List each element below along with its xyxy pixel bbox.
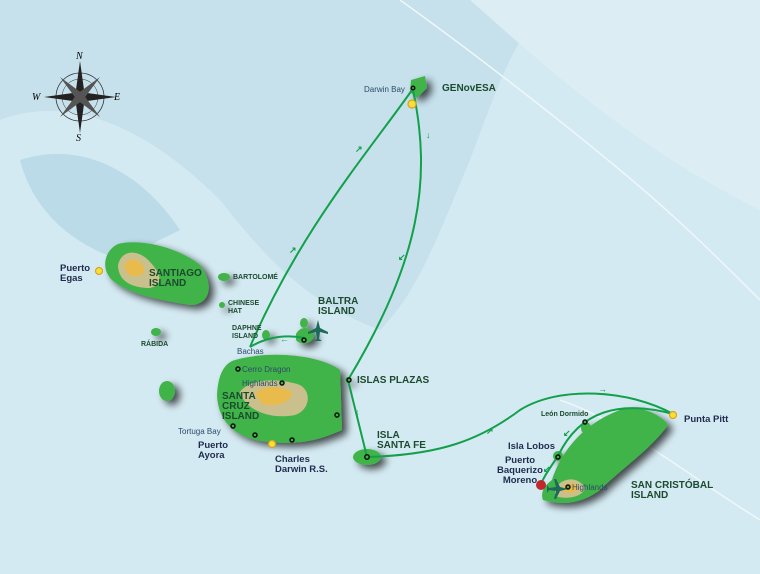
cruise-route: ↗ ↗ ← ↓ ↙ ↓ ↗ → ← ↙ ↙ [249,89,674,487]
compass-rose-icon: N E S W [32,51,120,144]
label-tortuga-bay: Tortuga Bay [178,427,221,436]
label-genovesa: GENovESA [442,83,496,94]
rabida-island [151,328,161,336]
svg-text:↗: ↗ [355,144,363,154]
airport-san-cristobal-icon [547,479,568,499]
label-darwin-bay: Darwin Bay [364,85,405,94]
svg-text:←: ← [280,334,289,344]
svg-text:↙: ↙ [563,428,571,438]
compass-s: S [76,133,81,144]
compass-n: N [75,51,84,62]
pinzon-island [159,381,175,401]
label-bachas: Bachas [237,347,264,356]
svg-text:↗: ↗ [486,426,494,436]
label-bartolome: BARTOLOMÉ [233,272,278,281]
leon-dormido-island [581,422,591,434]
svg-text:←: ← [617,403,626,413]
label-cerro-dragon: Cerro Dragon [242,365,290,374]
svg-text:↓: ↓ [426,130,431,140]
svg-text:→: → [598,384,607,394]
airport-baltra-icon [308,320,328,341]
chinese-hat-island [219,302,225,308]
compass-w: W [32,92,42,103]
svg-text:↓: ↓ [355,407,360,417]
bartolome-island [218,273,230,281]
daphne-island [262,330,270,340]
label-highlands-san-cristobal: Highlands [572,483,608,492]
label-highlands-santa-cruz: Highlands [242,379,278,388]
north-seymour-island [300,318,308,328]
compass-e: E [113,92,120,103]
label-leon-dormido: León Dormido [541,411,588,418]
svg-text:↙: ↙ [543,464,551,474]
svg-text:↗: ↗ [289,245,297,255]
san-cristobal-island [542,407,668,503]
highlands-shading [118,252,585,498]
label-islas-plazas: ISLAS PLAZAS [357,375,430,386]
label-rabida: RÁBIDA [141,339,168,348]
label-isla-lobos: Isla Lobos [508,441,555,452]
label-punta-pitt: Punta Pitt [684,414,729,425]
site-markers [94,85,678,490]
svg-text:↙: ↙ [398,252,406,262]
